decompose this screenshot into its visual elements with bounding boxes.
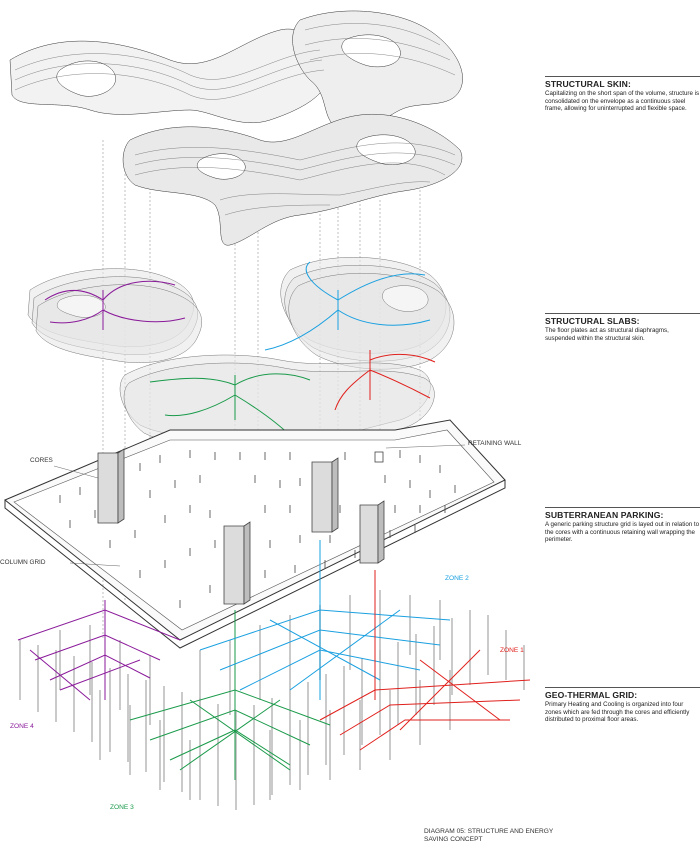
section-heading: STRUCTURAL SLABS: (545, 316, 640, 326)
section-geothermal-grid: GEO-THERMAL GRID: Primary Heating and Co… (545, 687, 700, 724)
section-rule (545, 687, 700, 688)
slab-distribution-zone4 (44, 280, 186, 330)
zone-4-label: ZONE 4 (10, 723, 34, 730)
diagram-caption: DIAGRAM 05: STRUCTURE AND ENERGY SAVING … (424, 828, 554, 843)
structural-slabs (27, 257, 455, 474)
section-rule (545, 313, 700, 314)
geo-zone2-pipes (199, 540, 451, 700)
slab-distribution-zone1 (334, 350, 436, 411)
section-heading: GEO-THERMAL GRID: (545, 690, 638, 700)
section-rule (545, 76, 700, 77)
section-structural-skin: STRUCTURAL SKIN: Capitalizing on the sho… (545, 76, 700, 113)
geothermal-grid (17, 540, 531, 810)
column-grid (59, 450, 456, 608)
section-heading: STRUCTURAL SKIN: (545, 79, 631, 89)
section-body: Capitalizing on the short span of the vo… (545, 90, 700, 113)
label-cores: CORES (30, 457, 53, 464)
section-body: The floor plates act as structural diaph… (545, 327, 669, 342)
zone-2-label: ZONE 2 (445, 575, 469, 582)
cores (97, 448, 385, 605)
zone-1-label: ZONE 1 (500, 647, 524, 654)
label-retaining-wall: RETAINING WALL (468, 440, 522, 447)
slab-distribution-zone2 (264, 261, 431, 351)
zone-3-label: ZONE 3 (110, 804, 134, 811)
label-column-grid: COLUMN GRID (0, 559, 46, 566)
section-body: A generic parking structure grid is laye… (545, 521, 700, 544)
section-structural-slabs: STRUCTURAL SLABS: The floor plates act a… (545, 313, 700, 342)
parking-level (4, 419, 506, 649)
geo-zone4-pipes (17, 600, 181, 701)
section-rule (545, 507, 700, 508)
section-heading: SUBTERRANEAN PARKING: (545, 510, 664, 520)
geo-zone1-pipes (319, 570, 531, 751)
section-body: Primary Heating and Cooling is organized… (545, 701, 690, 724)
structural-skin (9, 10, 463, 246)
section-subterranean-parking: SUBTERRANEAN PARKING: A generic parking … (545, 507, 700, 544)
